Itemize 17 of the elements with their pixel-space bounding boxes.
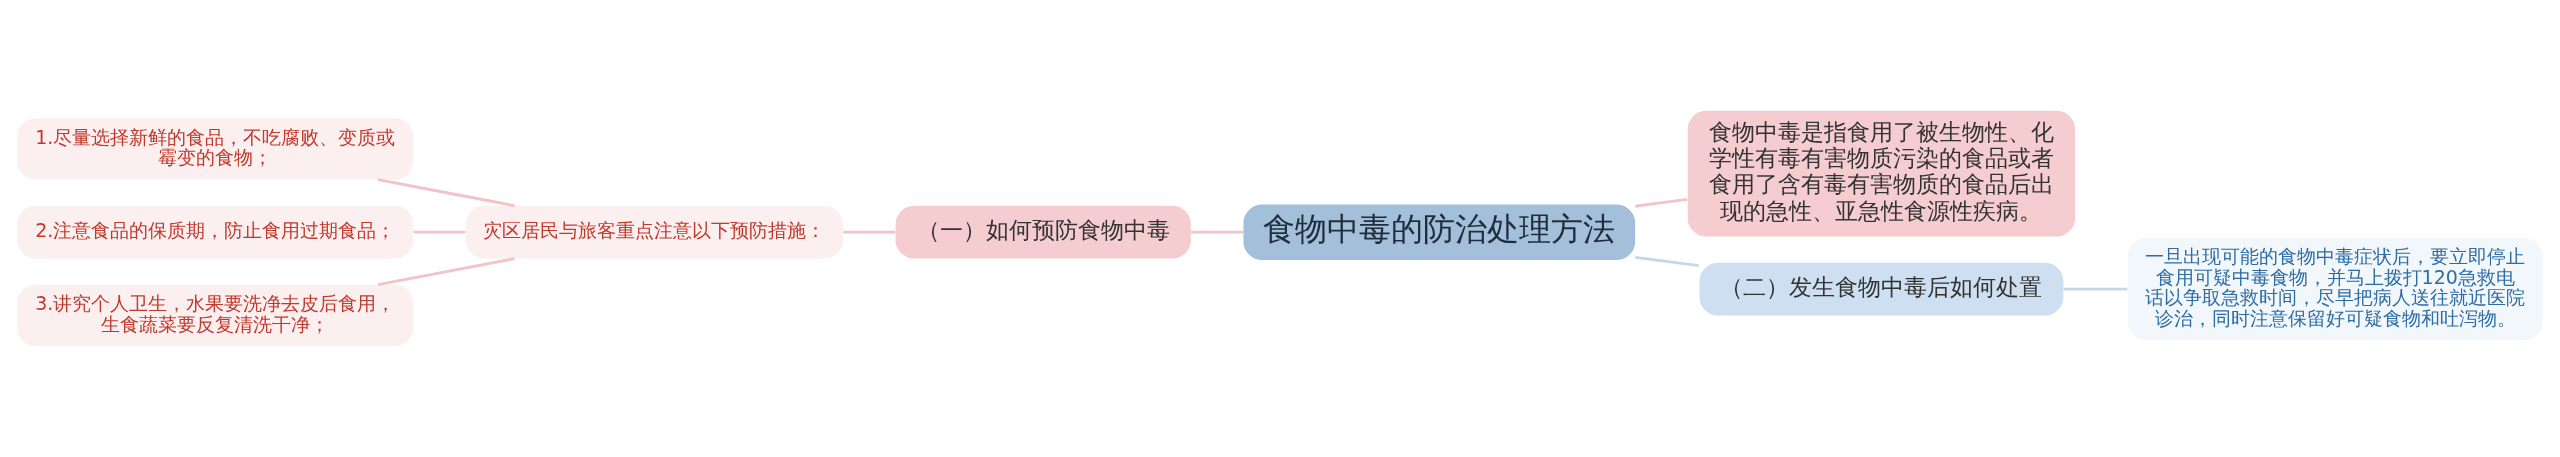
node-box: （二）发生食物中毒后如何处置 [1699, 262, 2064, 316]
node-box: 一旦出现可能的食物中毒症状后，要立即停止食用可疑中毒食物，并马上拨打120急救电话以争取急救时间，尽早把病人送往就近医院诊治，同时注意保留好可疑食物和吐泻物。 [2127, 238, 2543, 341]
node-box: 1.尽量选择新鲜的食品，不吃腐败、变质或霉变的食物； [17, 118, 414, 180]
node-box: 3.讲究个人卫生，水果要洗净去皮后食用，生食蔬菜要反复清洗干净； [17, 284, 414, 347]
connector [377, 257, 515, 287]
connector [377, 178, 515, 208]
connector [1191, 230, 1244, 234]
node-box: （一）如何预防食物中毒 [895, 205, 1191, 259]
connector [2063, 287, 2128, 291]
connector [1635, 197, 1688, 208]
node-box: 2.注意食品的保质期，防止食用过期食品； [17, 205, 414, 259]
node-box: 食物中毒的防治处理方法 [1243, 204, 1636, 260]
connector [843, 230, 896, 234]
node-box: 灾区居民与旅客重点注意以下预防措施： [465, 205, 843, 259]
connector [1635, 255, 1699, 268]
node-box: 食物中毒是指食用了被生物性、化学性有毒有害物质污染的食品或者食用了含有毒有害物质的食品后出现的急性、亚急性食源性疾病。 [1687, 110, 2076, 237]
connector [413, 230, 466, 234]
